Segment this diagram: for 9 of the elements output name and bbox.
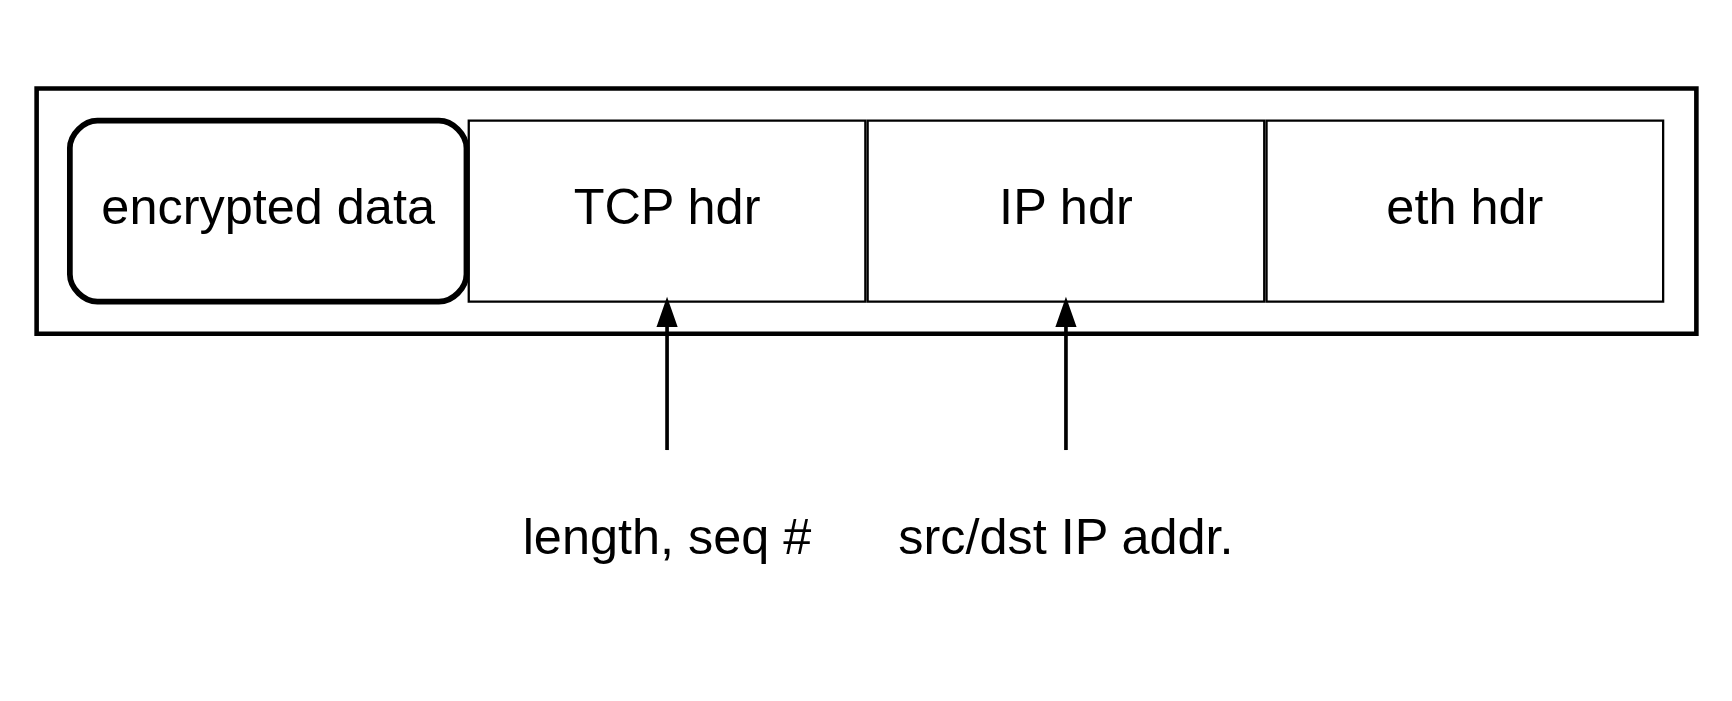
node-box: TCP hdr <box>467 118 866 303</box>
node-box: eth hdr <box>1264 118 1664 303</box>
cluster <box>33 85 1699 336</box>
arrow <box>1054 296 1077 450</box>
node-box: encrypted data <box>66 117 469 305</box>
node-box: IP hdr <box>866 118 1265 303</box>
node-text: src/dst IP addr. <box>897 507 1234 565</box>
node-text: length, seq # <box>522 507 811 565</box>
arrow <box>655 296 678 450</box>
